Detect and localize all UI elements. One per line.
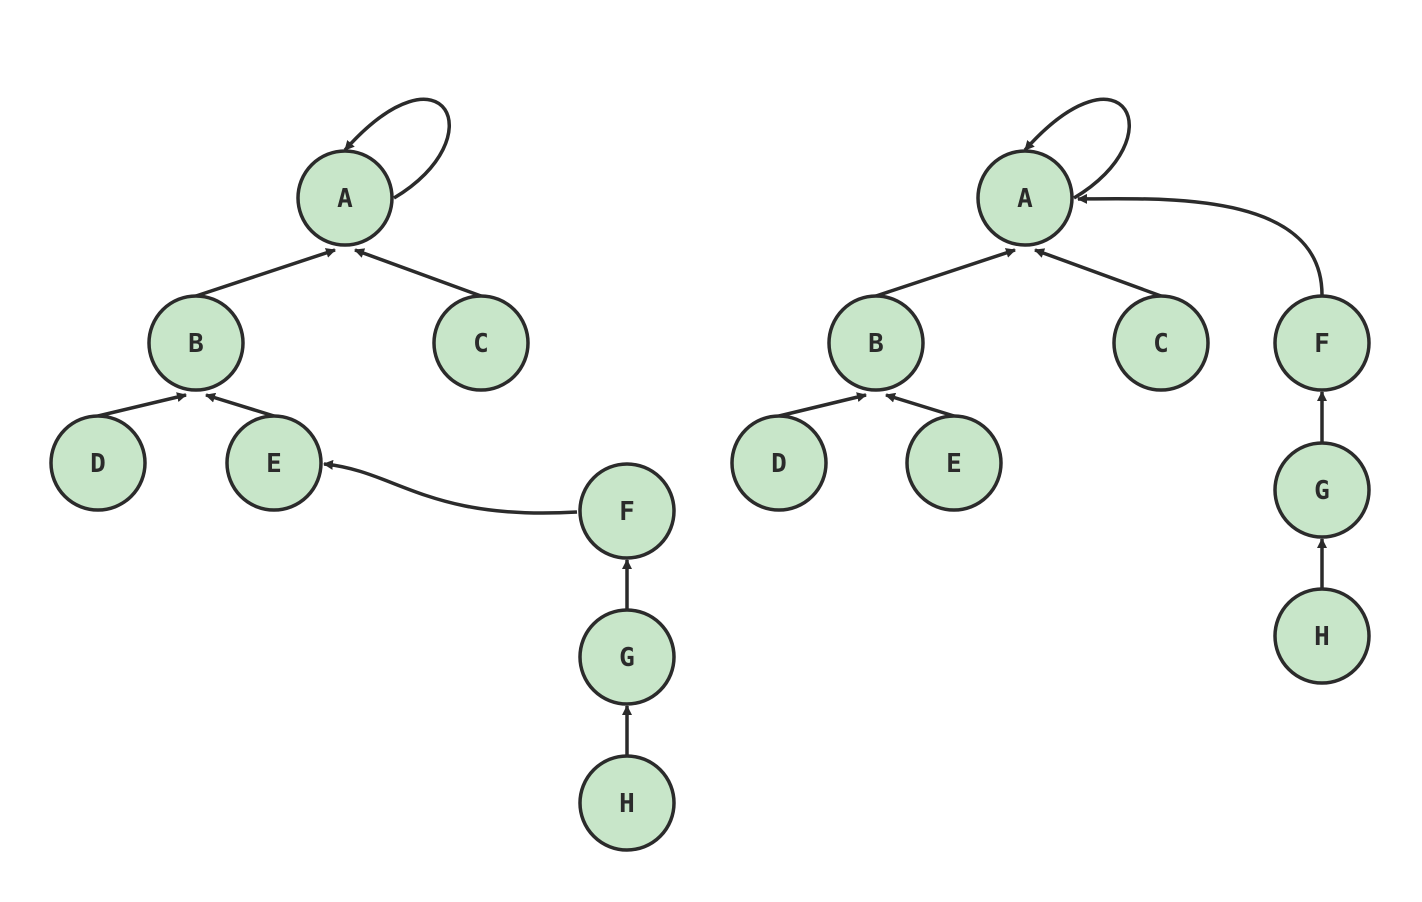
left-node-h-circle — [578, 754, 676, 852]
right-node-a-label: A — [1017, 184, 1033, 214]
right-node-g-label: G — [1314, 476, 1330, 506]
left-node-e-circle — [225, 414, 323, 512]
left-edge-a-to-a — [343, 97, 451, 200]
left-node-b: B — [147, 294, 245, 392]
left-node-c: C — [432, 294, 530, 392]
left-node-a-circle — [296, 149, 394, 247]
right-node-a: A — [976, 149, 1074, 247]
right-node-d-circle — [730, 414, 828, 512]
left-node-c-circle — [432, 294, 530, 392]
nodes-layer: A B C D E F G H A B C D E F G H — [49, 149, 1371, 852]
left-node-c-label: C — [473, 329, 489, 359]
right-node-d-label: D — [771, 449, 787, 479]
left-node-g-label: G — [619, 643, 635, 673]
left-node-d-circle — [49, 414, 147, 512]
right-node-g-circle — [1273, 441, 1371, 539]
right-node-e-label: E — [946, 449, 962, 479]
left-node-a: A — [296, 149, 394, 247]
left-edge-b-to-a — [195, 248, 336, 298]
right-node-f: F — [1273, 294, 1371, 392]
right-edge-c-to-a — [1034, 248, 1162, 298]
right-node-b-circle — [827, 294, 925, 392]
edges-layer — [97, 97, 1327, 756]
right-node-c: C — [1112, 294, 1210, 392]
right-node-h-circle — [1273, 587, 1371, 685]
right-edge-a-to-a — [1023, 97, 1131, 200]
right-node-c-label: C — [1153, 329, 1169, 359]
left-edge-c-to-a — [354, 248, 482, 298]
right-node-b: B — [827, 294, 925, 392]
left-node-e-label: E — [266, 449, 282, 479]
right-node-a-circle — [976, 149, 1074, 247]
right-edge-d-to-b — [778, 392, 867, 418]
left-node-b-label: B — [188, 329, 204, 359]
left-node-f-circle — [578, 462, 676, 560]
right-node-f-circle — [1273, 294, 1371, 392]
left-node-d-label: D — [90, 449, 106, 479]
right-node-e: E — [905, 414, 1003, 512]
right-edge-b-to-a — [875, 248, 1016, 298]
right-node-h-label: H — [1314, 622, 1330, 652]
right-node-g: G — [1273, 441, 1371, 539]
left-node-g-circle — [578, 608, 676, 706]
right-edge-f-to-a — [1077, 193, 1324, 296]
right-node-e-circle — [905, 414, 1003, 512]
left-edge-e-to-b — [205, 392, 275, 418]
right-node-b-label: B — [868, 329, 884, 359]
left-node-g: G — [578, 608, 676, 706]
left-node-d: D — [49, 414, 147, 512]
left-node-a-label: A — [337, 184, 353, 214]
right-node-c-circle — [1112, 294, 1210, 392]
right-node-h: H — [1273, 587, 1371, 685]
left-node-e: E — [225, 414, 323, 512]
left-node-f: F — [578, 462, 676, 560]
left-node-h-label: H — [619, 789, 635, 819]
left-edge-f-to-e — [323, 459, 578, 515]
left-node-f-label: F — [619, 497, 635, 527]
right-node-f-label: F — [1314, 329, 1330, 359]
left-edge-d-to-b — [97, 392, 187, 418]
left-node-b-circle — [147, 294, 245, 392]
right-edge-e-to-b — [885, 392, 955, 418]
right-node-d: D — [730, 414, 828, 512]
left-node-h: H — [578, 754, 676, 852]
